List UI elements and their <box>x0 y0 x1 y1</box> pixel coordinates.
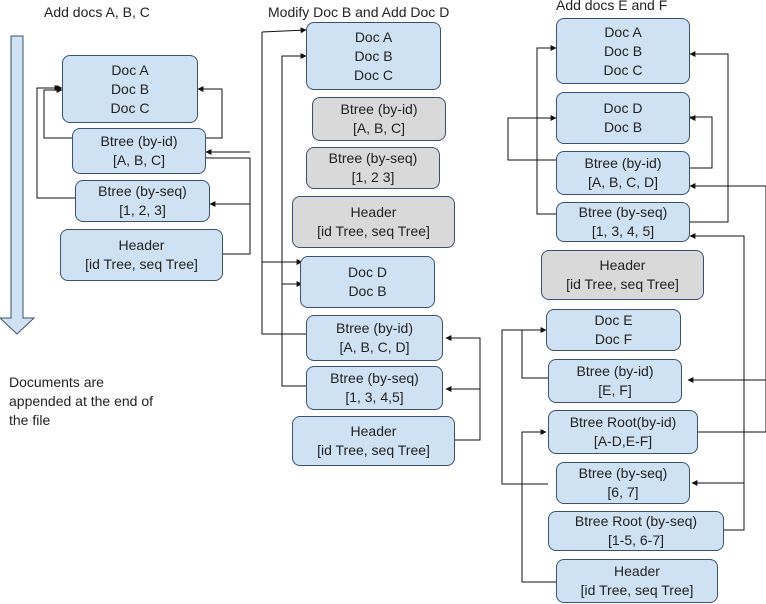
btree-by-id-block: Btree (by-id) [A, B, C, D] <box>306 315 443 361</box>
doc-b-label: Doc B <box>110 80 150 97</box>
header-label: Header <box>614 563 660 579</box>
column1-title: Add docs A, B, C <box>44 4 150 20</box>
btree-by-seq-keys: [1, 3, 4, 5] <box>591 223 655 239</box>
btree-by-seq-label: Btree (by-seq) <box>328 150 418 166</box>
doc-b-label: Doc B <box>348 283 387 299</box>
btree-by-seq-block: Btree (by-seq) [1, 3, 4,5] <box>306 366 443 410</box>
header-label: Header <box>350 423 397 439</box>
btree-by-id-ef-block: Btree (by-id) [E, F] <box>548 359 682 403</box>
append-note: Documents are appended at the end of the… <box>9 373 153 430</box>
btree-root-by-id-keys: [A-D,E-F] <box>593 433 653 449</box>
column2-title: Modify Doc B and Add Doc D <box>268 4 450 20</box>
btree-by-id-block: Btree (by-id) [A, B, C, D] <box>556 151 690 195</box>
doc-a-label: Doc A <box>354 28 393 45</box>
header-label: Header <box>118 237 165 253</box>
doc-f-label: Doc F <box>594 331 633 347</box>
btree-by-seq-label: Btree (by-seq) <box>578 465 668 481</box>
btree-by-seq-keys: [1, 3, 4,5] <box>345 389 404 405</box>
btree-by-id-label: Btree (by-id) <box>576 363 654 379</box>
btree-by-id-label: Btree (by-id) <box>584 155 662 171</box>
btree-by-id-label: Btree (by-id) <box>340 101 418 117</box>
btree-by-id-keys: [A, B, C] <box>352 120 406 136</box>
header-label: Header <box>599 257 646 273</box>
doc-c-label: Doc C <box>603 61 643 78</box>
header-block: Header [id Tree, seq Tree] <box>292 416 455 466</box>
docs-db-block: Doc D Doc B <box>300 256 435 308</box>
column3-title: Add docs E and F <box>556 0 668 13</box>
stale-header-block: Header [id Tree, seq Tree] <box>292 196 455 248</box>
btree-root-by-id-label: Btree Root(by-id) <box>569 414 677 430</box>
stale-btree-by-seq-block: Btree (by-seq) [1, 2 3] <box>306 147 440 189</box>
header-roots: [id Tree, seq Tree] <box>580 582 694 598</box>
docs-db-block: Doc D Doc B <box>556 92 690 144</box>
append-note-line2: appended at the end of <box>9 393 154 409</box>
btree-by-seq-label: Btree (by-seq) <box>578 204 668 220</box>
doc-b-label: Doc B <box>603 119 643 135</box>
btree-by-id-block: Btree (by-id) [A, B, C] <box>72 128 206 174</box>
append-note-line1: Documents are <box>9 374 104 390</box>
doc-c-label: Doc C <box>110 99 150 116</box>
doc-d-label: Doc D <box>603 100 643 116</box>
btree-by-seq-keys: [1, 2 3] <box>351 169 395 185</box>
header-block: Header [id Tree, seq Tree] <box>556 559 718 603</box>
doc-a-label: Doc A <box>111 61 149 78</box>
btree-root-by-id-block: Btree Root(by-id) [A-D,E-F] <box>548 410 698 454</box>
append-note-line3: the file <box>9 412 51 428</box>
btree-by-id-keys: [A, B, C, D] <box>587 174 658 190</box>
btree-by-id-keys: [E, F] <box>598 382 632 398</box>
btree-by-seq-keys: [6, 7] <box>607 484 639 500</box>
doc-a-label: Doc A <box>604 23 642 40</box>
btree-root-by-seq-block: Btree Root (by-seq) [1-5, 6-7] <box>548 511 724 551</box>
btree-root-by-seq-keys: [1-5, 6-7] <box>607 532 665 548</box>
btree-by-id-label: Btree (by-id) <box>100 133 178 149</box>
btree-by-id-keys: [A, B, C] <box>112 152 166 168</box>
doc-c-label: Doc C <box>354 66 393 83</box>
header-roots: [id Tree, seq Tree] <box>317 442 430 458</box>
btree-by-id-label: Btree (by-id) <box>335 320 414 336</box>
header-roots: [id Tree, seq Tree] <box>317 223 430 239</box>
doc-e-label: Doc E <box>594 312 633 328</box>
header-roots: [id Tree, seq Tree] <box>85 256 198 272</box>
btree-by-seq-keys: [1, 2, 3] <box>119 202 166 218</box>
doc-d-label: Doc D <box>348 264 387 280</box>
docs-ef-block: Doc E Doc F <box>546 309 681 351</box>
btree-by-seq-label: Btree (by-seq) <box>98 183 187 199</box>
btree-by-seq-block: Btree (by-seq) [1, 3, 4, 5] <box>556 202 690 242</box>
docs-abc-block: Doc A Doc B Doc C <box>556 18 690 84</box>
header-block: Header [id Tree, seq Tree] <box>60 229 223 281</box>
doc-b-label: Doc B <box>603 42 643 59</box>
timeline-arrow-shape <box>0 35 36 335</box>
btree-by-seq-label: Btree (by-seq) <box>330 370 419 386</box>
doc-b-label: Doc B <box>354 47 393 64</box>
btree-root-by-seq-label: Btree Root (by-seq) <box>574 513 698 529</box>
header-label: Header <box>350 204 397 220</box>
btree-by-seq-block: Btree (by-seq) [6, 7] <box>556 462 690 504</box>
docs-abc-block: Doc A Doc B Doc C <box>62 55 198 123</box>
docs-abc-block: Doc A Doc B Doc C <box>306 22 441 90</box>
stale-btree-by-id-block: Btree (by-id) [A, B, C] <box>312 97 446 141</box>
header-roots: [id Tree, seq Tree] <box>566 276 679 292</box>
btree-by-seq-block: Btree (by-seq) [1, 2, 3] <box>75 180 210 222</box>
btree-by-id-keys: [A, B, C, D] <box>339 339 410 355</box>
stale-header-block: Header [id Tree, seq Tree] <box>541 250 704 300</box>
